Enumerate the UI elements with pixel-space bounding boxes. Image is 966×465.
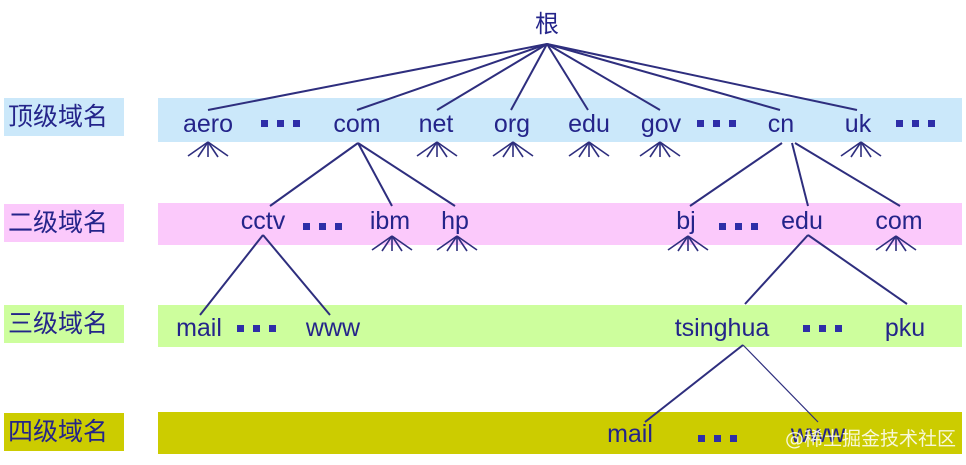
watermark: @稀土掘金技术社区 bbox=[784, 428, 956, 450]
fan-gov bbox=[639, 141, 681, 158]
node-cctv: cctv bbox=[241, 207, 286, 235]
ellipsis-top-1 bbox=[261, 120, 300, 127]
level-label-top: 顶级域名 bbox=[4, 98, 124, 136]
fan-bj bbox=[667, 235, 709, 252]
edge-cn-com bbox=[794, 142, 901, 207]
edge-root-aero bbox=[207, 43, 548, 111]
level-label-second: 二级域名 bbox=[4, 204, 124, 242]
node-com: com bbox=[333, 110, 380, 138]
node-org: org bbox=[494, 110, 530, 138]
edge-cn-edu bbox=[791, 142, 809, 207]
node-cn: cn bbox=[768, 110, 794, 138]
edge-root-uk bbox=[546, 43, 858, 111]
fan-ibm bbox=[371, 235, 413, 252]
node-cn-com: com bbox=[875, 207, 922, 235]
ellipsis-top-3 bbox=[896, 120, 935, 127]
edge-root-cn bbox=[546, 43, 781, 111]
edge-cctv-mail bbox=[199, 234, 264, 316]
node-cctv-www: www bbox=[305, 314, 361, 342]
node-ibm: ibm bbox=[370, 207, 410, 235]
edge-root-org bbox=[510, 43, 548, 111]
edge-com-hp bbox=[357, 142, 456, 207]
edge-com-cctv bbox=[269, 142, 359, 207]
ellipsis-dots bbox=[237, 120, 935, 442]
node-gov: gov bbox=[641, 110, 682, 138]
fan-aero bbox=[187, 141, 229, 158]
edge-root-gov bbox=[546, 43, 661, 111]
edge-cctv-www bbox=[262, 234, 331, 316]
node-cctv-mail: mail bbox=[176, 314, 222, 342]
edge-tsinghua-www bbox=[742, 344, 819, 423]
node-aero: aero bbox=[183, 110, 233, 138]
edge-cn-bj bbox=[689, 142, 783, 207]
fan-marks bbox=[187, 141, 917, 252]
ellipsis-fourth-1 bbox=[698, 435, 737, 442]
node-edu: edu bbox=[568, 110, 610, 138]
level-label-third: 三级域名 bbox=[4, 305, 124, 343]
ellipsis-second-2 bbox=[719, 223, 758, 230]
edge-root-com bbox=[356, 43, 548, 111]
node-uk: uk bbox=[845, 110, 872, 138]
ellipsis-third-2 bbox=[803, 325, 842, 332]
tree-edges bbox=[199, 43, 908, 423]
edge-edu-pku bbox=[807, 234, 908, 305]
node-tsinghua: tsinghua bbox=[675, 314, 770, 342]
edge-root-net bbox=[436, 43, 548, 111]
node-net: net bbox=[419, 110, 454, 138]
fan-org bbox=[492, 141, 534, 158]
fourth-level-band bbox=[158, 412, 962, 454]
third-level-band bbox=[158, 305, 962, 347]
fan-hp bbox=[436, 235, 478, 252]
node-bj: bj bbox=[676, 207, 695, 235]
fan-uk bbox=[840, 141, 882, 158]
ellipsis-second-1 bbox=[303, 223, 342, 230]
node-pku: pku bbox=[885, 314, 925, 342]
edge-root-edu bbox=[546, 43, 589, 111]
node-tsinghua-www: www bbox=[790, 420, 846, 448]
node-cn-edu: edu bbox=[781, 207, 823, 235]
fan-cn-com bbox=[875, 235, 917, 252]
node-tsinghua-mail: mail bbox=[607, 420, 653, 448]
fan-net bbox=[416, 141, 458, 158]
ellipsis-top-2 bbox=[697, 120, 736, 127]
edge-tsinghua-mail bbox=[644, 344, 744, 423]
edge-com-ibm bbox=[357, 142, 393, 207]
ellipsis-third-1 bbox=[237, 325, 276, 332]
second-level-band bbox=[158, 203, 962, 245]
node-hp: hp bbox=[441, 207, 469, 235]
fan-edu bbox=[568, 141, 610, 158]
top-level-band bbox=[158, 98, 962, 142]
root-node: 根 bbox=[535, 10, 559, 38]
level-label-fourth: 四级域名 bbox=[4, 413, 124, 451]
edge-edu-tsinghua bbox=[744, 234, 809, 305]
